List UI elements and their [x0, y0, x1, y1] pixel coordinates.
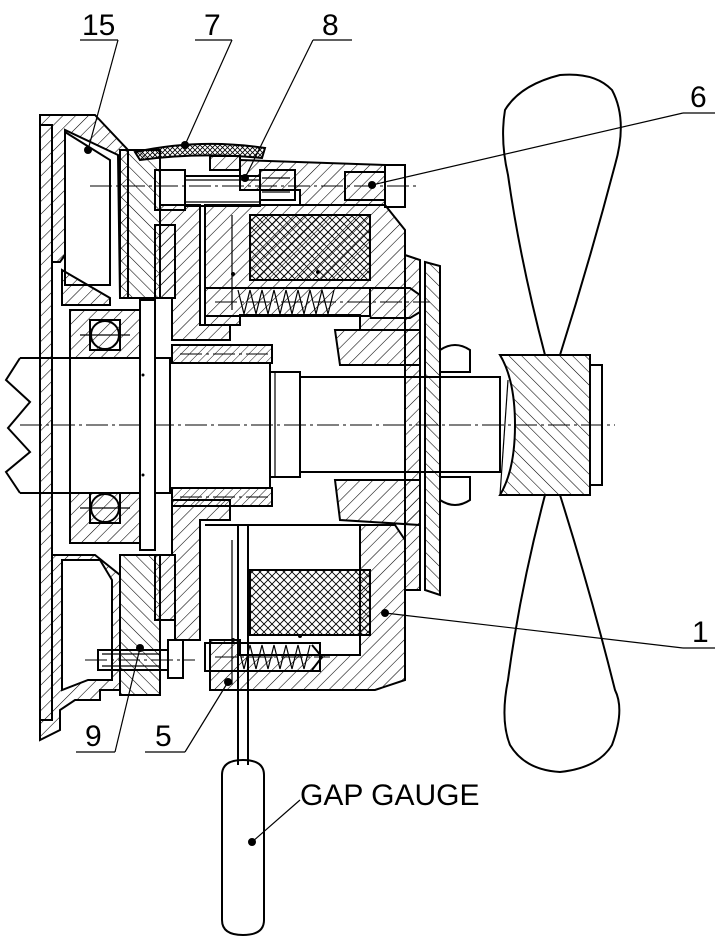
label-part-1: 1 [692, 616, 709, 649]
leaders [76, 39, 715, 846]
magnet-body-part-1 [204, 204, 406, 691]
housing-part-15 [39, 114, 129, 742]
knurled-ring-part-7 [133, 142, 267, 162]
mounting-bolt [85, 639, 195, 679]
bearing-bottom [69, 492, 141, 544]
label-part-7: 7 [204, 9, 221, 42]
shaft-nut [439, 344, 471, 506]
label-part-5: 5 [155, 720, 172, 753]
bearing-top [69, 309, 141, 359]
label-part-6: 6 [690, 81, 707, 114]
end-flange [333, 253, 441, 597]
label-part-9: 9 [85, 720, 102, 753]
hub [159, 204, 273, 641]
label-part-8: 8 [322, 9, 339, 42]
label-gap-gauge: GAP GAUGE [300, 779, 480, 812]
wing-handle [498, 73, 622, 774]
spring-bottom [204, 642, 330, 672]
label-part-15: 15 [82, 9, 115, 42]
gap-gauge-tool [221, 525, 265, 937]
